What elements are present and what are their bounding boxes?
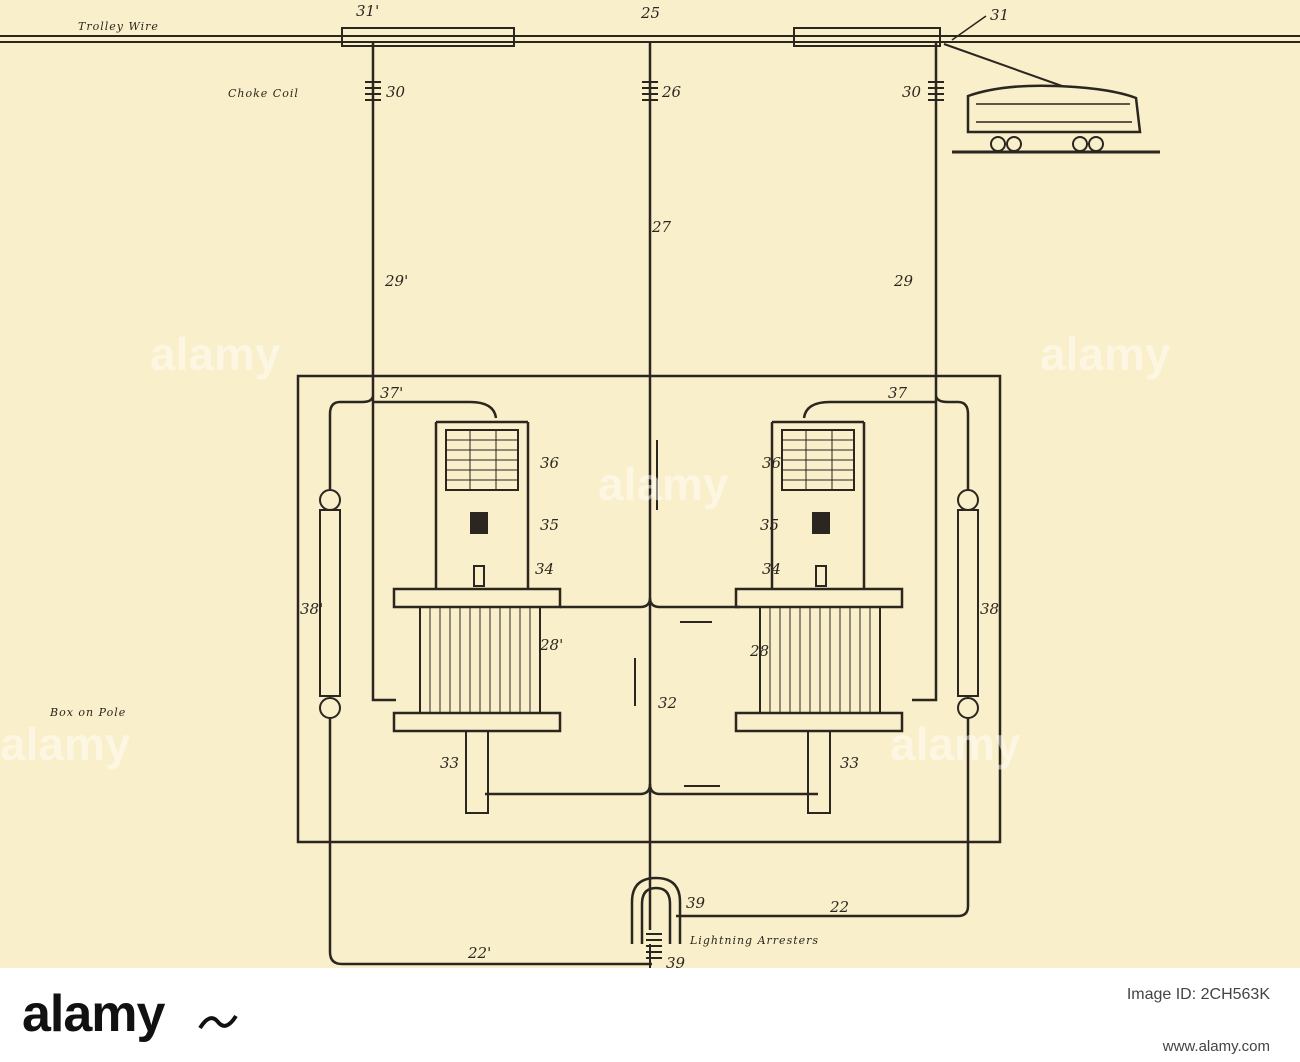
label-22-prime: 22'	[467, 944, 491, 962]
wiring-center	[485, 597, 818, 796]
label-30-right: 30	[902, 83, 922, 101]
trolley-wire	[0, 35, 1300, 43]
label-35-left: 35	[540, 516, 559, 534]
label-38: 38	[980, 600, 999, 618]
label-33-left: 33	[440, 754, 459, 772]
label-36-right: 36	[762, 454, 782, 472]
relay-right	[734, 420, 904, 814]
lightning-arrester	[630, 876, 682, 944]
label-32: 32	[658, 694, 677, 712]
watermark-2: alamy	[1040, 328, 1171, 380]
label-39-top: 39	[686, 894, 706, 912]
circuit-diagram: Trolley Wire 31' 25 31 Choke Coil 30 26 …	[0, 0, 1300, 968]
label-30-left: 30	[386, 83, 406, 101]
label-28-prime: 28'	[539, 636, 563, 654]
label-34-right: 34	[762, 560, 781, 578]
watermark-1: alamy	[150, 328, 281, 380]
label-25: 25	[640, 4, 660, 22]
footer-bar: alamy Image ID: 2CH563K www.alamy.com	[0, 968, 1300, 1062]
ground-lead	[646, 933, 662, 968]
choke-coil-label: Choke Coil	[228, 87, 299, 100]
resistance-right	[957, 489, 979, 719]
trolley-car	[943, 43, 1160, 154]
label-29-prime: 29'	[384, 272, 408, 290]
choke-coils	[365, 81, 944, 101]
relay-left	[392, 420, 562, 814]
watermark-3: alamy	[598, 458, 729, 510]
image-id: Image ID: 2CH563K	[1126, 986, 1270, 1003]
section-insulator-left	[341, 27, 515, 47]
label-29: 29	[893, 272, 914, 290]
logo-wave-icon	[198, 1014, 238, 1030]
label-37: 37	[888, 384, 908, 402]
label-31: 31	[990, 6, 1009, 24]
label-37-prime: 37'	[380, 384, 403, 402]
label-35-right: 35	[760, 516, 779, 534]
label-33-right: 33	[840, 754, 859, 772]
pole-box	[296, 374, 1002, 844]
label-27: 27	[651, 218, 672, 236]
lead-wires	[328, 718, 970, 966]
leader-31	[951, 15, 987, 41]
label-22: 22	[829, 898, 849, 916]
lightning-arresters-label: Lightning Arresters	[689, 934, 819, 947]
label-36-left: 36	[540, 454, 560, 472]
label-34-left: 34	[535, 560, 554, 578]
wiring-right	[802, 394, 970, 702]
watermark-5: alamy	[890, 718, 1021, 770]
site-url: www.alamy.com	[1162, 1038, 1270, 1055]
label-28: 28	[749, 642, 769, 660]
current-arrows	[634, 440, 720, 787]
watermark-4: alamy	[0, 718, 131, 770]
section-insulator-right	[793, 27, 941, 47]
label-39-bottom: 39	[666, 954, 686, 968]
label-26: 26	[661, 83, 682, 101]
label-38-prime: 38'	[300, 600, 323, 618]
wiring-left	[328, 394, 498, 702]
trolley-wire-label: Trolley Wire	[78, 20, 159, 33]
box-on-pole-label: Box on Pole	[49, 706, 126, 719]
alamy-logo: alamy	[22, 985, 165, 1043]
label-31-prime: 31'	[356, 2, 379, 20]
